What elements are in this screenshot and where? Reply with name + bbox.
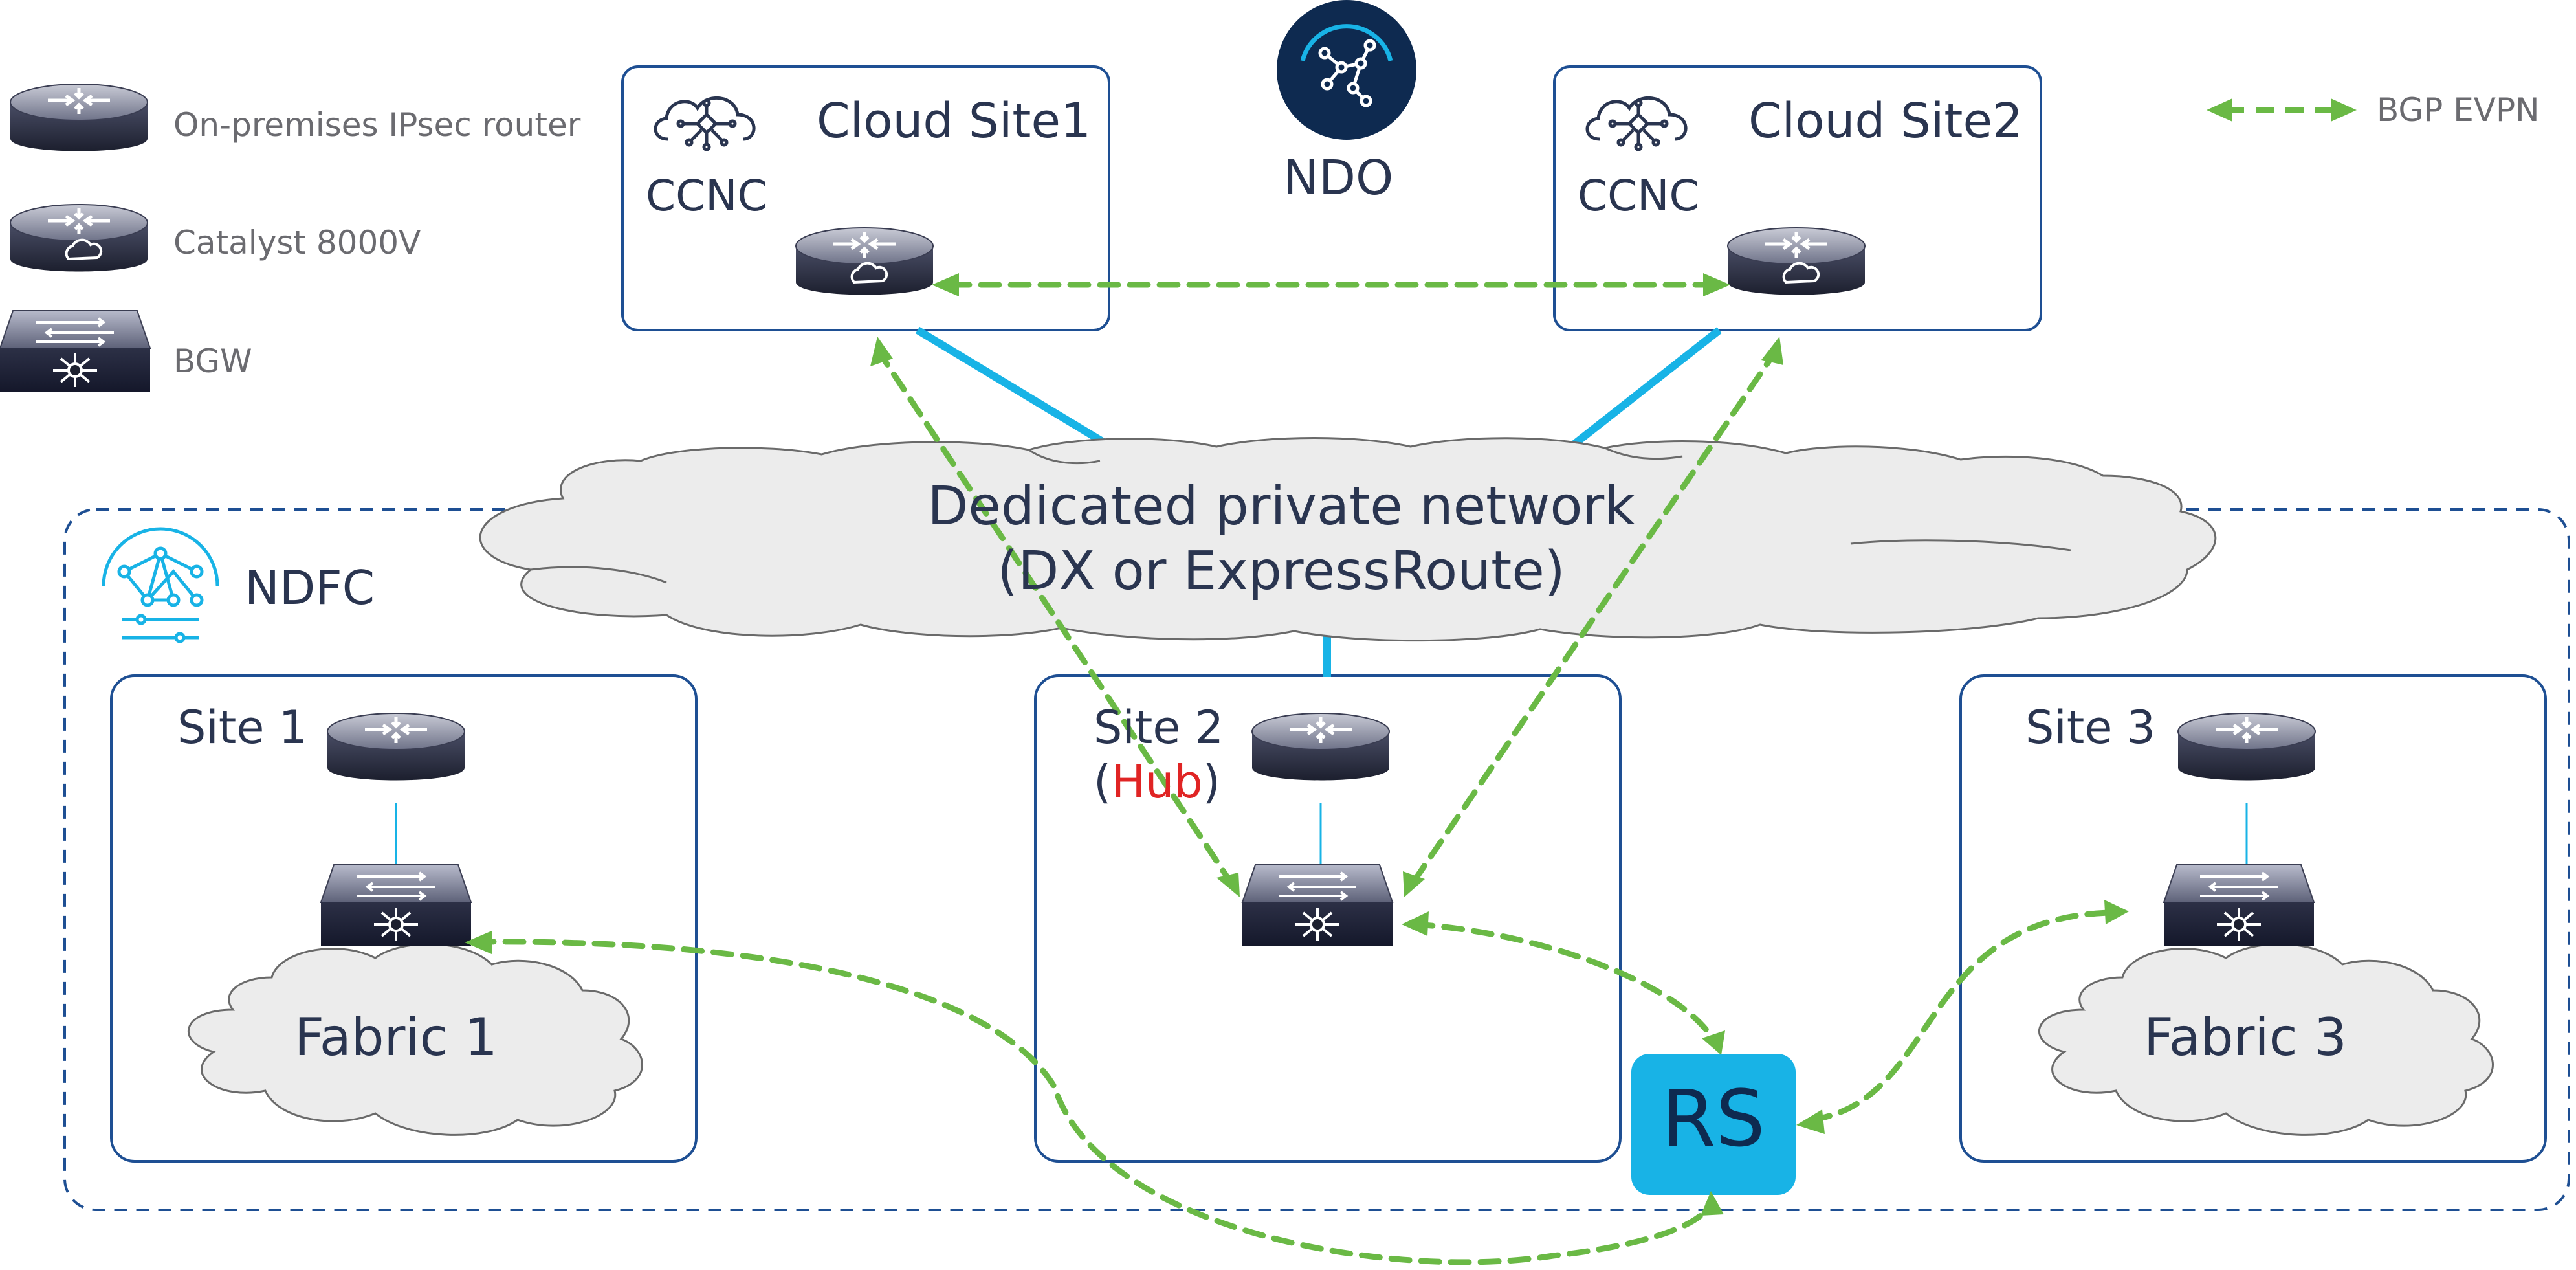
cloud-site2-ccnc-label: CCNC xyxy=(1578,171,1699,221)
site1-ipsec-router xyxy=(327,713,465,781)
cloud-site2-catalyst xyxy=(1728,228,1865,295)
cloud-site2-link xyxy=(1572,327,1722,447)
fabric3-label: Fabric 3 xyxy=(2144,1007,2347,1067)
fabric1-label: Fabric 1 xyxy=(294,1007,498,1067)
bgp-evpn-arrowheads xyxy=(465,273,2129,1216)
legend-bgp-evpn-arrow xyxy=(2207,98,2357,122)
ndfc-icon xyxy=(102,527,219,643)
site3-bgw xyxy=(2163,863,2315,948)
site2-ipsec-router xyxy=(1252,713,1389,781)
legend-onprem-router-label: On-premises IPsec router xyxy=(173,106,581,144)
cloud-site2-title: Cloud Site2 xyxy=(1748,93,2023,149)
legend-catalyst-label: Catalyst 8000V xyxy=(173,224,421,262)
fabric1-cloud xyxy=(187,943,643,1136)
route-server-label: RS xyxy=(1662,1075,1765,1164)
fabric3-cloud xyxy=(2038,943,2494,1136)
cloud-site1-title: Cloud Site1 xyxy=(817,93,1091,149)
site2-hub-open: ( xyxy=(1094,755,1111,808)
bgp-evpn-sessions xyxy=(472,282,2113,1265)
site3-title: Site 3 xyxy=(2025,701,2155,754)
site2-hub-close: ) xyxy=(1203,755,1220,808)
site3-ipsec-router xyxy=(2178,713,2315,781)
private-network-line2: (DX or ExpressRoute) xyxy=(997,540,1565,602)
ccnc-icon xyxy=(654,96,756,151)
legend-catalyst-icon xyxy=(10,205,148,272)
route-server xyxy=(1631,1054,1796,1195)
ccnc-icon xyxy=(1585,96,1688,151)
cloud-site2-box xyxy=(1553,65,2042,331)
ndfc-label: NDFC xyxy=(245,561,375,615)
legend-bgw-icon xyxy=(0,309,151,394)
cloud-site1-catalyst xyxy=(796,228,933,295)
private-network-cloud xyxy=(479,437,2217,642)
site2-bgw xyxy=(1241,863,1394,948)
ndo-label: NDO xyxy=(1283,150,1394,206)
ndo-icon xyxy=(1277,0,1416,140)
cloud-site1-ccnc-label: CCNC xyxy=(646,171,767,221)
site2-hub-text: Hub xyxy=(1111,755,1202,808)
legend-bgp-evpn-label: BGP EVPN xyxy=(2377,91,2540,129)
site2-title: Site 2 xyxy=(1094,701,1224,754)
legend-bgw-label: BGW xyxy=(173,342,252,380)
site1-bgw xyxy=(320,863,472,948)
site2-hub-label: (Hub) xyxy=(1094,755,1220,808)
site1-title: Site 1 xyxy=(177,701,307,754)
private-network-line1: Dedicated private network xyxy=(927,476,1635,537)
cloud-site1-box xyxy=(621,65,1110,331)
legend-onprem-router-icon xyxy=(10,84,148,151)
cloud-site1-link xyxy=(915,326,1117,452)
